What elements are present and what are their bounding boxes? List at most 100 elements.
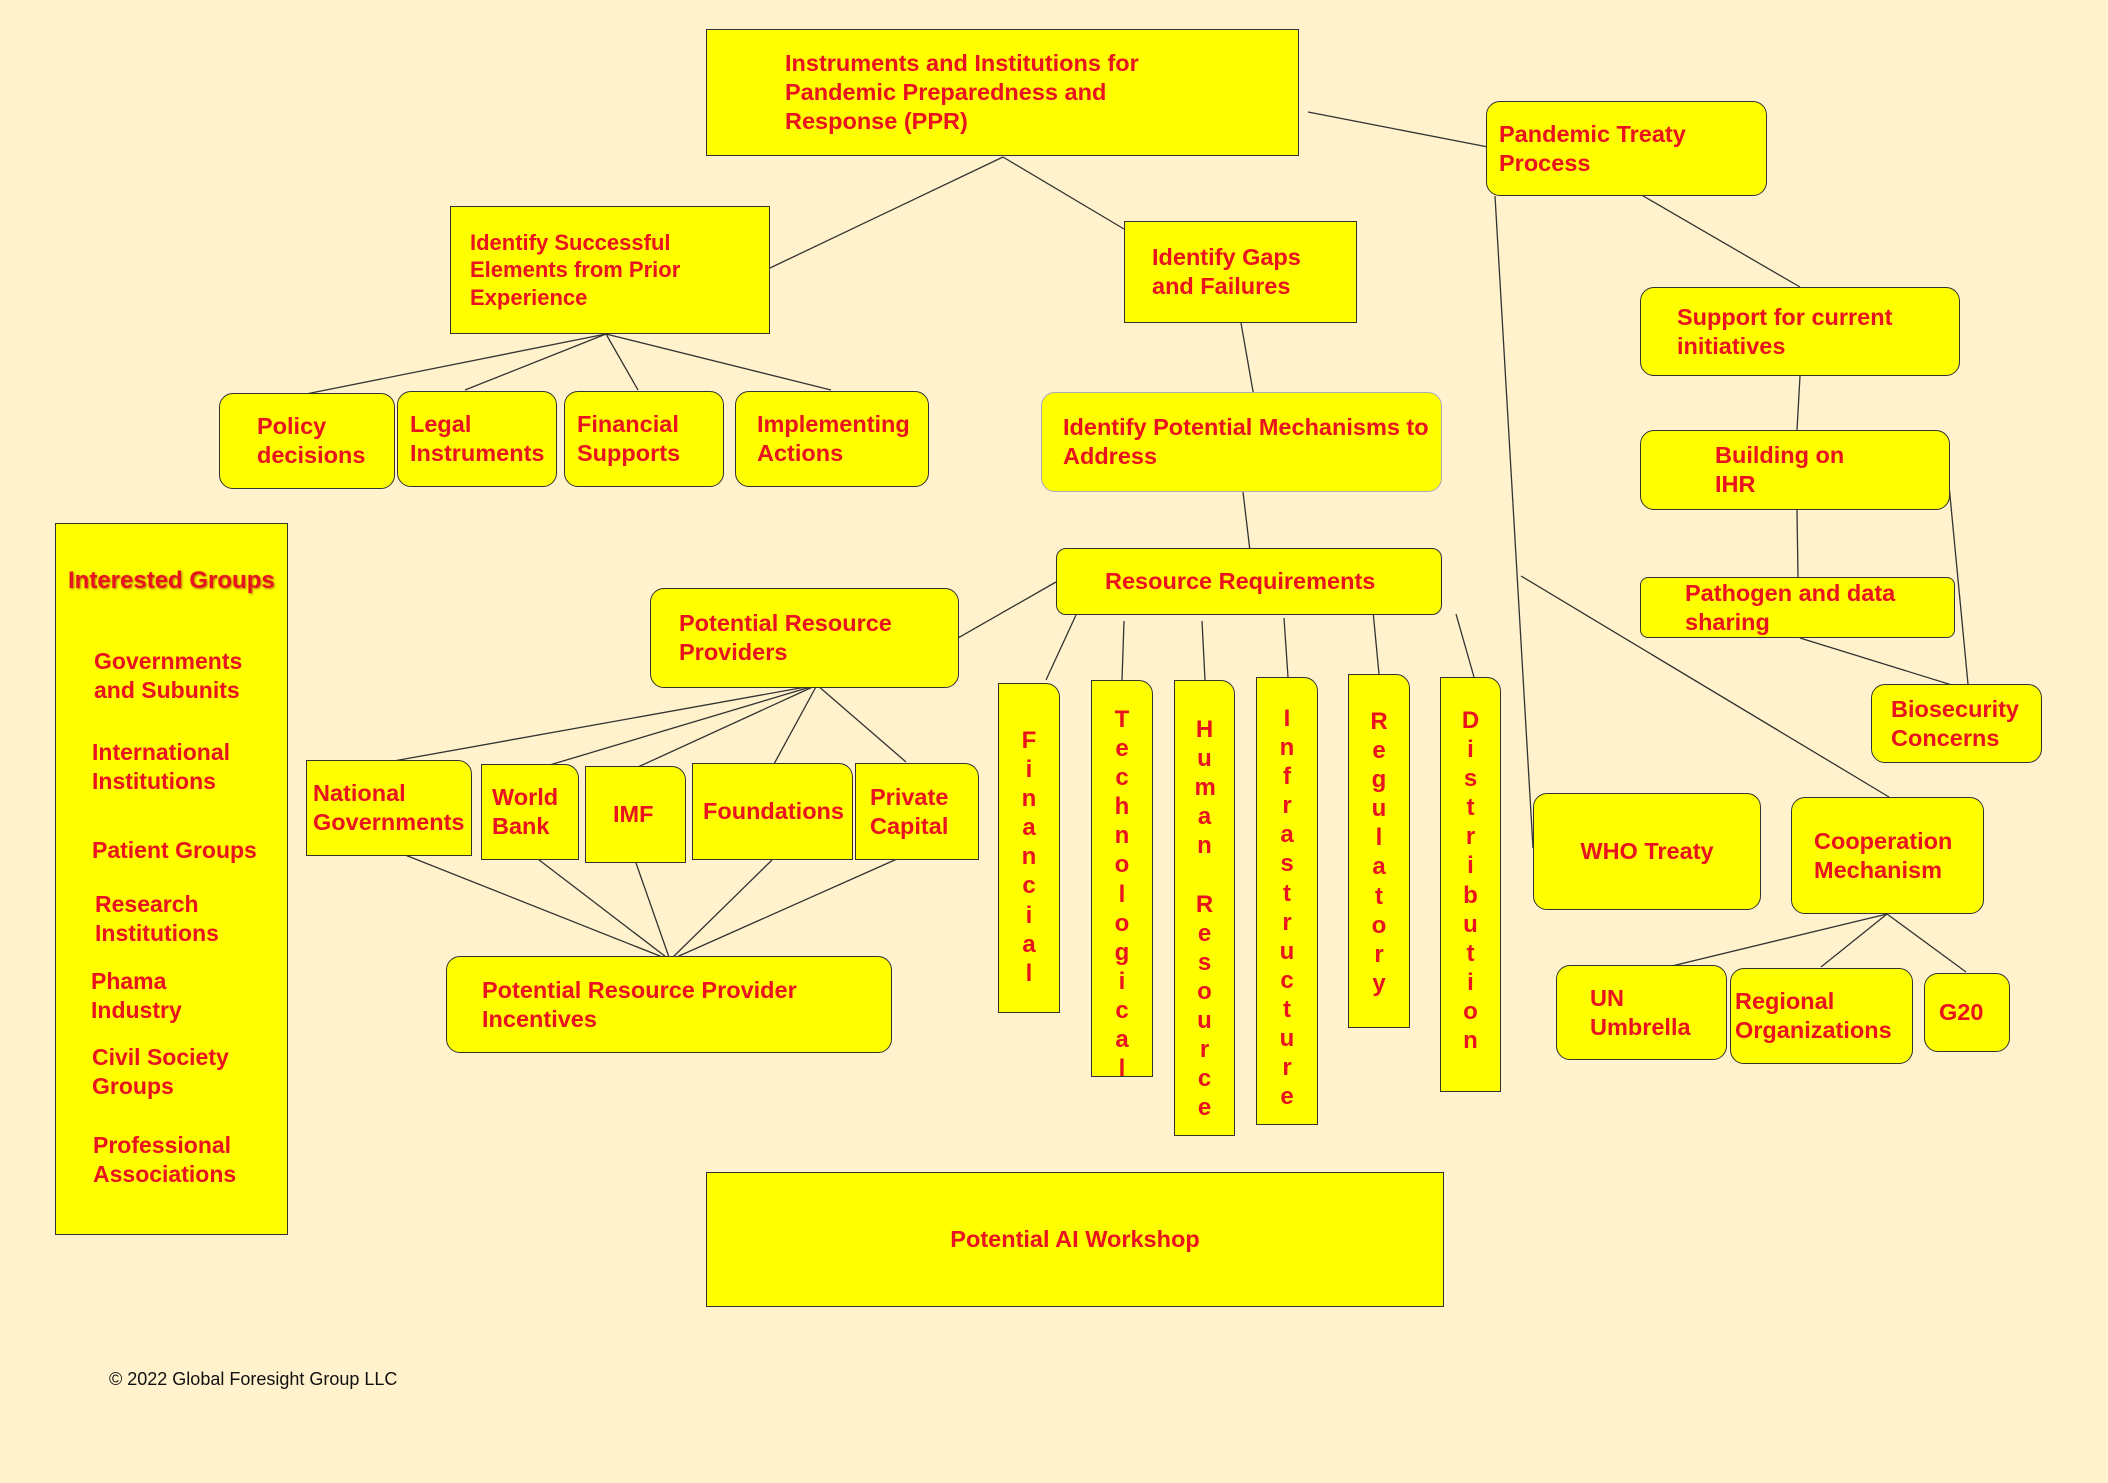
node-root[interactable]: Instruments and Institutions for Pandemi… — [706, 29, 1299, 156]
edge-mechanisms-resources — [1242, 491, 1251, 552]
resource-human-resource-label: H u m a n R e s o u r c e — [1194, 716, 1216, 1122]
edge-providers-worldbank — [532, 684, 818, 771]
node-potential-providers-label: Potential Resource Providers — [679, 610, 892, 665]
cooperation-regional-orgs[interactable]: Regional Organizations — [1730, 968, 1913, 1064]
node-pandemic-treaty-label: Pandemic Treaty Process — [1499, 120, 1686, 176]
interested-groups-title: Interested Groups — [68, 567, 275, 594]
provider-private-capital-label: Private Capital — [870, 783, 949, 839]
cooperation-g20[interactable]: G20 — [1924, 973, 2010, 1052]
provider-imf-label: IMF — [613, 801, 654, 827]
edge-providers-foundations — [773, 684, 818, 765]
provider-national-governments-label: National Governments — [313, 780, 465, 835]
interested-groups-panel: Interested Groups Governments and Subuni… — [55, 523, 288, 1235]
node-identify-gaps-label: Identify Gaps and Failures — [1152, 244, 1301, 299]
group-international-institutions: International Institutions — [92, 739, 231, 794]
resource-technological[interactable]: T e c h n o l o g i c a l — [1091, 680, 1153, 1082]
edge-providers-imf — [637, 684, 818, 768]
node-identify-success[interactable]: Identify Successful Elements from Prior … — [450, 206, 770, 334]
node-identify-success-label: Identify Successful Elements from Prior … — [470, 229, 681, 310]
edge-cooperation-regional — [1820, 913, 1888, 968]
node-policy-decisions[interactable]: Policy decisions — [219, 393, 395, 489]
edge-cooperation-un — [1646, 913, 1888, 973]
resource-infrastructure[interactable]: I n f r a s t r u c t u r e — [1256, 677, 1318, 1125]
edge-support-ihr — [1796, 375, 1801, 431]
resource-distribution-label: D i s t r i b u t i o n — [1461, 707, 1480, 1055]
resource-infrastructure-label: I n f r a s t r u c t u r e — [1279, 705, 1295, 1111]
cooperation-g20-label: G20 — [1939, 999, 1984, 1025]
edge-success-legal — [464, 333, 607, 391]
node-cooperation-mechanism-label: Cooperation Mechanism — [1814, 827, 1953, 883]
resource-technological-label: T e c h n o l o g i c a l — [1114, 706, 1130, 1083]
provider-foundations-label: Foundations — [703, 798, 844, 824]
group-professional-associations: Professional Associations — [93, 1132, 237, 1187]
edge-gaps-mechanisms — [1240, 322, 1255, 398]
group-governments: Governments and Subunits — [94, 648, 243, 703]
treaty-support-initiatives[interactable]: Support for current initiatives — [1640, 287, 1960, 376]
node-resource-requirements[interactable]: Resource Requirements — [1056, 548, 1442, 615]
treaty-support-initiatives-label: Support for current initiatives — [1677, 303, 1893, 359]
edge-imf-incentives — [635, 862, 671, 961]
node-pandemic-treaty[interactable]: Pandemic Treaty Process — [1486, 101, 1767, 196]
group-civil-society: Civil Society Groups — [92, 1044, 229, 1099]
resource-human-resource[interactable]: H u m a n R e s o u r c e — [1174, 680, 1235, 1136]
node-potential-providers[interactable]: Potential Resource Providers — [650, 588, 959, 688]
edge-resources-distribution — [1455, 613, 1475, 678]
edge-root-treaty — [1307, 111, 1489, 148]
provider-private-capital[interactable]: Private Capital — [855, 763, 979, 860]
edge-treaty-cooperation — [1520, 575, 1890, 798]
node-provider-incentives-label: Potential Resource Provider Incentives — [482, 976, 797, 1032]
node-cooperation-mechanism[interactable]: Cooperation Mechanism — [1791, 797, 1984, 914]
treaty-pathogen-sharing[interactable]: Pathogen and data sharing — [1640, 577, 1955, 638]
provider-foundations[interactable]: Foundations — [692, 763, 853, 860]
node-ai-workshop[interactable]: Potential AI Workshop — [706, 1172, 1444, 1307]
resource-regulatory-label: R e g u l a t o r y — [1370, 708, 1388, 997]
edge-success-policy — [305, 333, 607, 395]
edge-providers-private — [816, 684, 907, 763]
node-provider-incentives[interactable]: Potential Resource Provider Incentives — [446, 956, 892, 1053]
edge-resources-human — [1201, 620, 1206, 681]
resource-distribution[interactable]: D i s t r i b u t i o n — [1440, 677, 1501, 1092]
provider-world-bank[interactable]: World Bank — [481, 764, 579, 860]
edge-treaty-support — [1637, 192, 1801, 288]
edge-resources-infrastructure — [1283, 617, 1289, 678]
provider-world-bank-label: World Bank — [492, 784, 559, 839]
treaty-building-ihr[interactable]: Building on IHR — [1640, 430, 1950, 510]
node-financial-supports[interactable]: Financial Supports — [564, 391, 724, 487]
edge-private-incentives — [669, 858, 898, 961]
edge-resources-providers — [957, 581, 1057, 639]
node-identify-gaps[interactable]: Identify Gaps and Failures — [1124, 221, 1357, 323]
edge-national-incentives — [389, 848, 671, 961]
provider-national-governments[interactable]: National Governments — [306, 760, 472, 856]
copyright-notice: © 2022 Global Foresight Group LLC — [109, 1369, 398, 1389]
edge-pathogen-biosecurity — [1799, 637, 1969, 691]
node-policy-decisions-label: Policy decisions — [257, 413, 366, 468]
edge-success-financial — [605, 333, 639, 391]
resource-financial[interactable]: F i n a n c i a l — [998, 683, 1060, 1013]
edge-foundations-incentives — [669, 859, 773, 961]
node-identify-mechanisms[interactable]: Identify Potential Mechanisms to Address — [1041, 392, 1442, 492]
cooperation-un-umbrella-label: UN Umbrella — [1590, 984, 1691, 1040]
node-legal-instruments-label: Legal Instruments — [410, 411, 545, 466]
node-who-treaty[interactable]: WHO Treaty — [1533, 793, 1761, 910]
group-patient-groups: Patient Groups — [92, 837, 257, 863]
edge-success-implementing — [605, 333, 832, 391]
node-root-label: Instruments and Institutions for Pandemi… — [785, 50, 1139, 134]
node-legal-instruments[interactable]: Legal Instruments — [397, 391, 557, 487]
node-implementing-actions[interactable]: Implementing Actions — [735, 391, 929, 487]
node-identify-mechanisms-label: Identify Potential Mechanisms to Address — [1063, 414, 1429, 469]
node-resource-requirements-label: Resource Requirements — [1105, 568, 1376, 594]
edge-worldbank-incentives — [529, 852, 671, 961]
node-ai-workshop-label: Potential AI Workshop — [950, 1226, 1200, 1252]
cooperation-un-umbrella[interactable]: UN Umbrella — [1556, 965, 1727, 1060]
node-implementing-actions-label: Implementing Actions — [757, 411, 910, 466]
treaty-biosecurity[interactable]: Biosecurity Concerns — [1871, 684, 2042, 763]
provider-imf[interactable]: IMF — [585, 766, 686, 863]
treaty-building-ihr-label: Building on IHR — [1715, 442, 1845, 497]
edge-root-gaps — [1002, 156, 1125, 230]
resource-financial-label: F i n a n c i a l — [1021, 727, 1037, 987]
resource-regulatory[interactable]: R e g u l a t o r y — [1348, 674, 1410, 1028]
group-phama-industry: Phama Industry — [91, 968, 182, 1023]
treaty-biosecurity-label: Biosecurity Concerns — [1891, 695, 2019, 751]
edge-cooperation-g20 — [1886, 913, 1967, 973]
